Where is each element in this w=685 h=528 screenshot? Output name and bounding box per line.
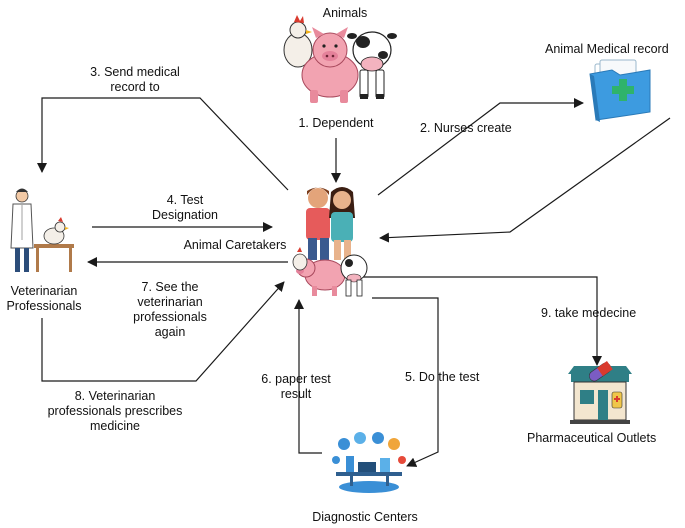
edge-label-7-line1: 7. See the: [141, 280, 199, 294]
edge-label-3-line1: 3. Send medical: [90, 65, 180, 79]
edge-9-take-medicine: [362, 276, 602, 366]
node-label-caretakers: Animal Caretakers: [183, 238, 287, 252]
edge-label-7: 7. See the veterinarian professionals ag…: [115, 280, 225, 340]
node-label-vet: Veterinarian Professionals: [0, 284, 88, 314]
node-label-animals: Animals: [322, 6, 368, 20]
edge-record-to-caretakers: [379, 117, 671, 243]
edge-label-8-line1: 8. Veterinarian: [74, 389, 156, 403]
edge-label-4-line1: 4. Test: [166, 193, 204, 207]
edge-label-5: 5. Do the test: [405, 370, 480, 384]
node-label-vet-line2: Professionals: [6, 299, 82, 313]
edge-6-paper-result: [294, 299, 322, 454]
node-label-pharmacy: Pharmaceutical Outlets: [527, 431, 657, 445]
edge-2-nurses-create: [377, 98, 584, 196]
edge-label-8: 8. Veterinarian professionals prescribes…: [30, 389, 200, 434]
edge-8-prescribe: [41, 281, 285, 382]
edge-3-send-record: [37, 97, 289, 191]
edge-5-do-test: [372, 297, 439, 467]
edge-label-4: 4. Test Designation: [130, 193, 240, 223]
edge-label-6-line1: 6. paper test: [261, 372, 331, 386]
caretakers-with-animals-icon: [292, 187, 368, 297]
edge-label-2: 2. Nurses create: [420, 121, 512, 135]
medical-folder-icon: [589, 59, 651, 122]
edge-label-7-line2: veterinarian: [137, 295, 203, 309]
pharmacy-store-icon: [568, 361, 632, 424]
lab-equipment-icon: [332, 432, 406, 493]
edge-label-7-line4: again: [154, 325, 186, 339]
edge-label-4-line2: Designation: [151, 208, 218, 222]
edge-label-7-line3: professionals: [133, 310, 207, 324]
node-label-diagnostic: Diagnostic Centers: [312, 510, 418, 524]
farm-animals-icon: [283, 15, 397, 103]
node-label-vet-line1: Veterinarian: [10, 284, 78, 298]
edge-label-6: 6. paper test result: [246, 372, 346, 402]
node-label-medical-record: Animal Medical record: [545, 42, 669, 56]
edge-label-1: 1. Dependent: [298, 116, 374, 130]
edge-label-9: 9. take medecine: [541, 306, 637, 320]
edge-label-3-line2: record to: [110, 80, 160, 94]
edge-label-3: 3. Send medical record to: [75, 65, 195, 95]
edge-label-6-line2: result: [280, 387, 312, 401]
edge-label-8-line3: medicine: [89, 419, 141, 433]
veterinarian-icon: [10, 188, 74, 272]
edge-label-8-line2: professionals prescribes: [47, 404, 183, 418]
